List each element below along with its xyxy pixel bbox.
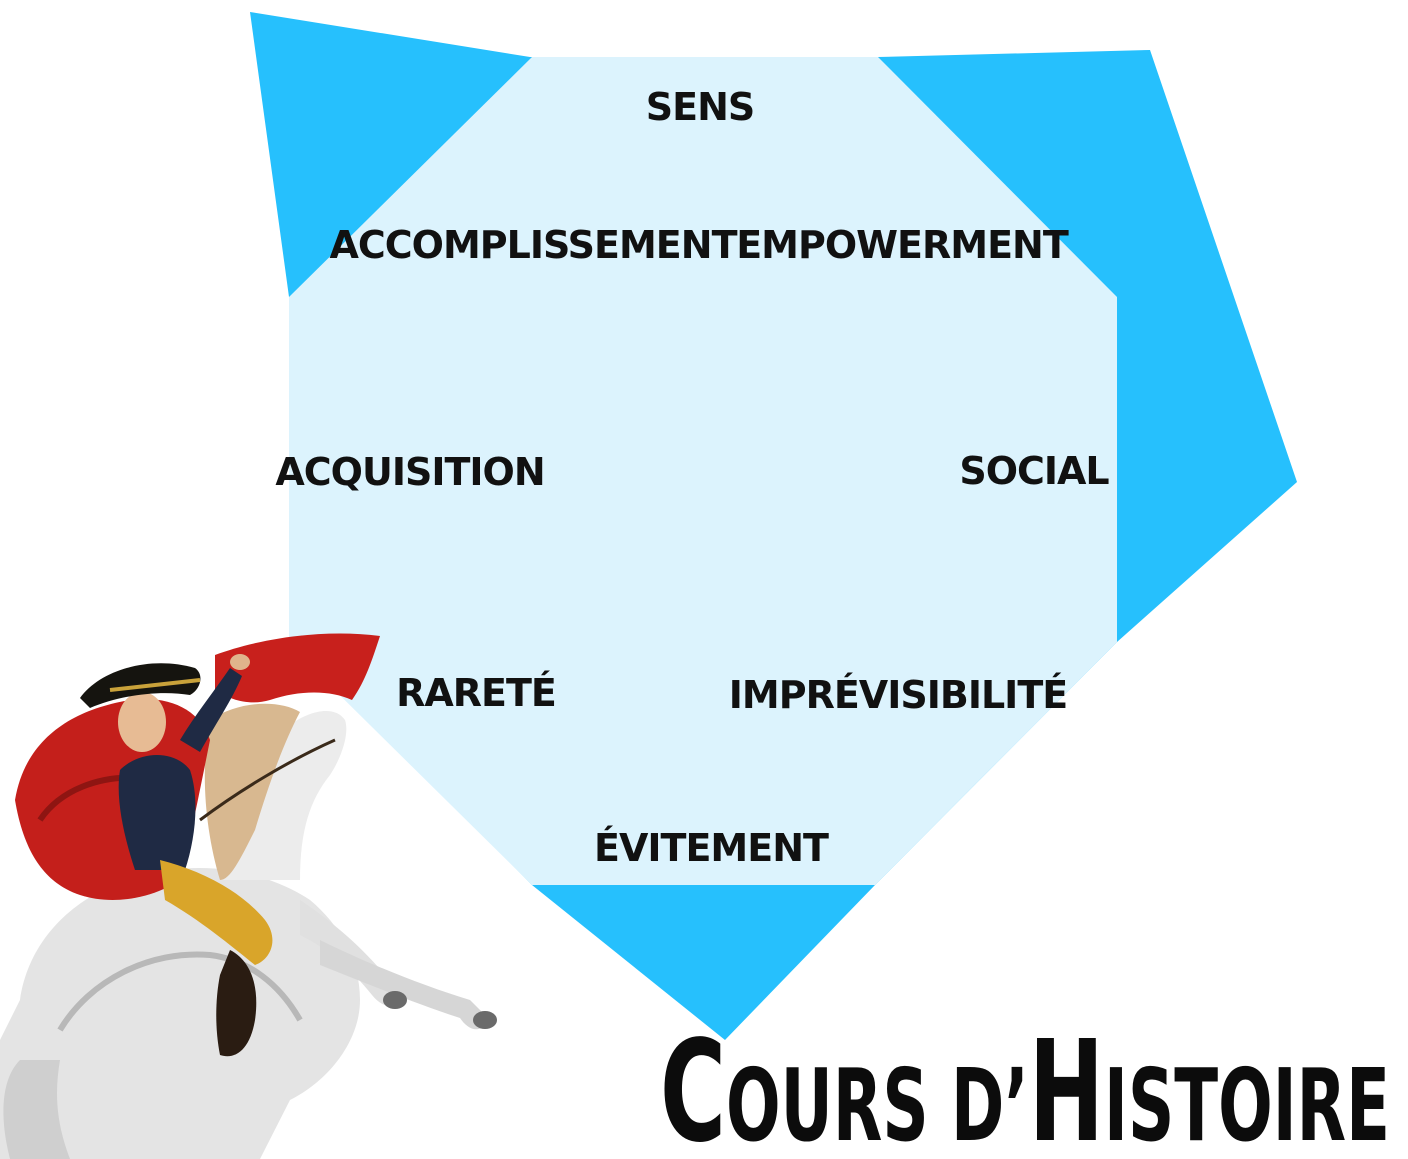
label-acquisition: ACQUISITION — [275, 450, 544, 494]
octagon-base — [289, 57, 1117, 885]
course-title: COURS D’HISTOIRE — [660, 1011, 1390, 1159]
label-empowerment: EMPOWERMENT — [736, 223, 1069, 267]
title-rest-istoire: ISTOIRE — [1104, 1047, 1390, 1159]
label-imprevisibilite: IMPRÉVISIBILITÉ — [729, 673, 1067, 717]
label-rarete: RARETÉ — [396, 671, 556, 715]
label-evitement: ÉVITEMENT — [594, 826, 829, 870]
title-rest-ours: OURS D’ — [726, 1047, 1029, 1159]
label-social: SOCIAL — [959, 449, 1109, 493]
title-cap-c: C — [660, 1011, 726, 1159]
title-cap-h: H — [1029, 1011, 1104, 1159]
napoleon-illustration — [0, 633, 497, 1159]
label-accomplissement: ACCOMPLISSEMENT — [330, 223, 738, 267]
label-sens: SENS — [646, 85, 755, 129]
